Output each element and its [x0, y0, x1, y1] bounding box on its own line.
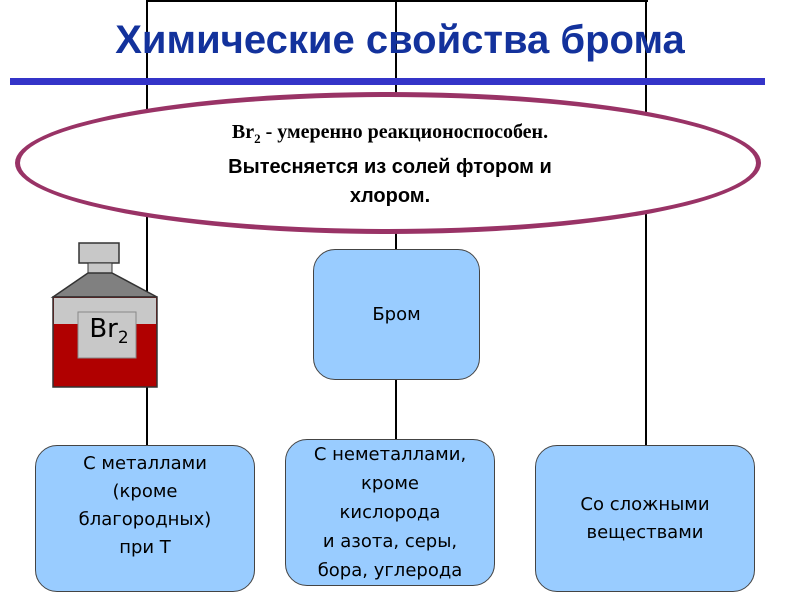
page-title: Химические свойства брома: [115, 18, 685, 62]
info-ellipse: [15, 92, 761, 234]
ellipse-text: Br2 - умеренно реакционоспособен. Вытесн…: [150, 118, 630, 211]
connector-left: [146, 0, 148, 447]
reactivity-text: - умеренно реакционоспособен.: [260, 121, 549, 143]
bottle-label-sub: 2: [117, 328, 129, 349]
connector-right: [645, 0, 647, 447]
formula: Br: [231, 121, 255, 143]
bromine-bottle-icon: [50, 242, 158, 388]
displacement-text: Вытесняется из солей фтором и хлором.: [228, 156, 552, 207]
title-underline: [10, 78, 765, 85]
complex-substances-box: Со сложными веществами: [535, 445, 755, 592]
bottle-label-text: Br: [89, 314, 118, 344]
bottle-label: Br2: [78, 314, 140, 348]
formula-sub: 2: [254, 131, 261, 146]
metals-box: С металлами (кроме благородных) при Т: [35, 445, 255, 592]
nonmetals-box: С неметаллами, кроме кислорода и азота, …: [285, 439, 495, 586]
bromine-box: Бром: [313, 249, 480, 380]
connector-top: [147, 0, 648, 2]
